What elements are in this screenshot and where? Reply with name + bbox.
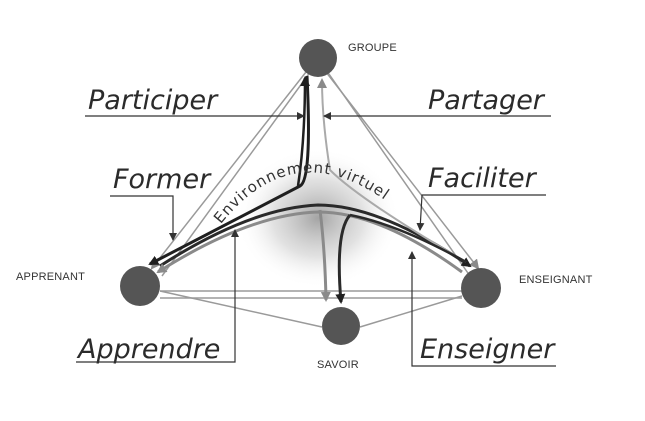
svg-text:Partager: Partager [428,85,546,116]
node-enseignant [461,268,501,308]
svg-text:Former: Former [113,164,212,195]
verb-enseigner: Enseigner [408,251,556,367]
svg-text:Apprendre: Apprendre [76,334,220,365]
flow-arrows [148,75,472,304]
virtual-environment-glow [236,148,400,288]
verb-participer: Participer [85,85,305,120]
node-savoir [322,307,360,345]
node-apprenant [120,266,160,306]
svg-text:Faciliter: Faciliter [428,163,538,194]
verb-apprendre: Apprendre [76,229,239,365]
verb-faciliter: Faciliter [416,163,546,231]
node-apprenant-label: APPRENANT [16,271,85,283]
node-enseignant-label: ENSEIGNANT [519,274,593,286]
node-groupe-label: GROUPE [348,42,397,54]
triangle-edges [150,63,480,328]
svg-text:Enseigner: Enseigner [420,334,556,365]
svg-text:Participer: Participer [88,85,219,116]
node-savoir-label: SAVOIR [317,359,359,371]
verb-partager: Partager [323,85,551,120]
node-groupe [299,39,337,77]
verb-former: Former [110,164,212,241]
